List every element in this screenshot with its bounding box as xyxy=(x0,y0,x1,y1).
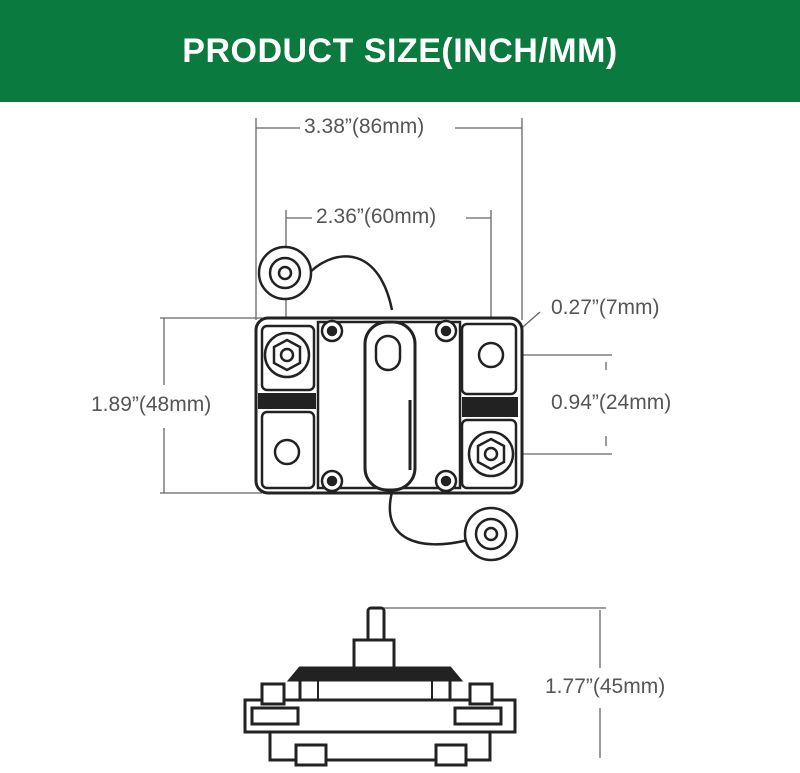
mounting-screws xyxy=(320,319,458,493)
side-view xyxy=(243,606,517,767)
depth-label: 1.77”(45mm) xyxy=(541,675,670,699)
mount-spacing-label: 2.36”(60mm) xyxy=(312,205,441,229)
terminal-spacing-label: 0.94”(24mm) xyxy=(547,391,676,415)
page-title: PRODUCT SIZE(INCH/MM) xyxy=(182,31,618,70)
hole-diameter-label: 0.27”(7mm) xyxy=(547,296,664,320)
dimension-lines xyxy=(160,118,612,758)
terminal-nuts xyxy=(263,331,515,478)
height-label: 1.89”(48mm) xyxy=(87,393,216,417)
terminal-caps xyxy=(257,245,519,562)
header-banner: PRODUCT SIZE(INCH/MM) xyxy=(0,0,800,102)
overall-width-label: 3.38”(86mm) xyxy=(300,115,429,139)
